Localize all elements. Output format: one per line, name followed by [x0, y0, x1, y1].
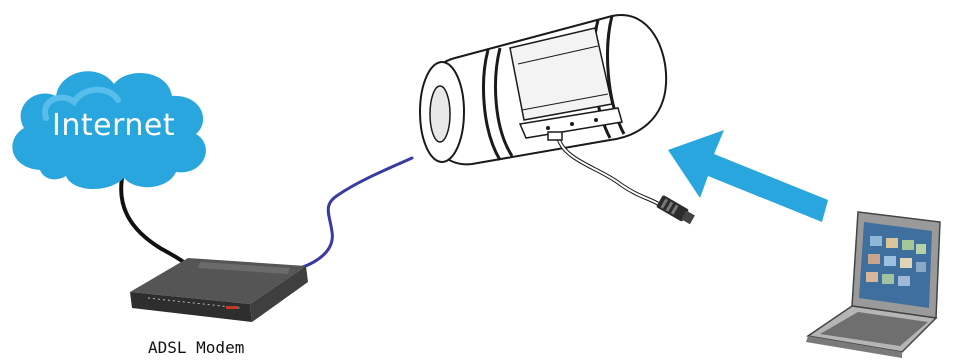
modem-label: ADSL Modem: [148, 338, 245, 357]
adsl-modem-icon: [130, 258, 308, 322]
ethernet-cable: [298, 156, 414, 270]
internet-cable: [119, 176, 192, 272]
internet-cloud-icon: [12, 71, 206, 190]
laptop-icon: [806, 211, 941, 358]
network-camera-icon: [419, 14, 695, 225]
internet-label: Internet: [52, 108, 176, 143]
access-arrow-icon: [668, 130, 828, 222]
